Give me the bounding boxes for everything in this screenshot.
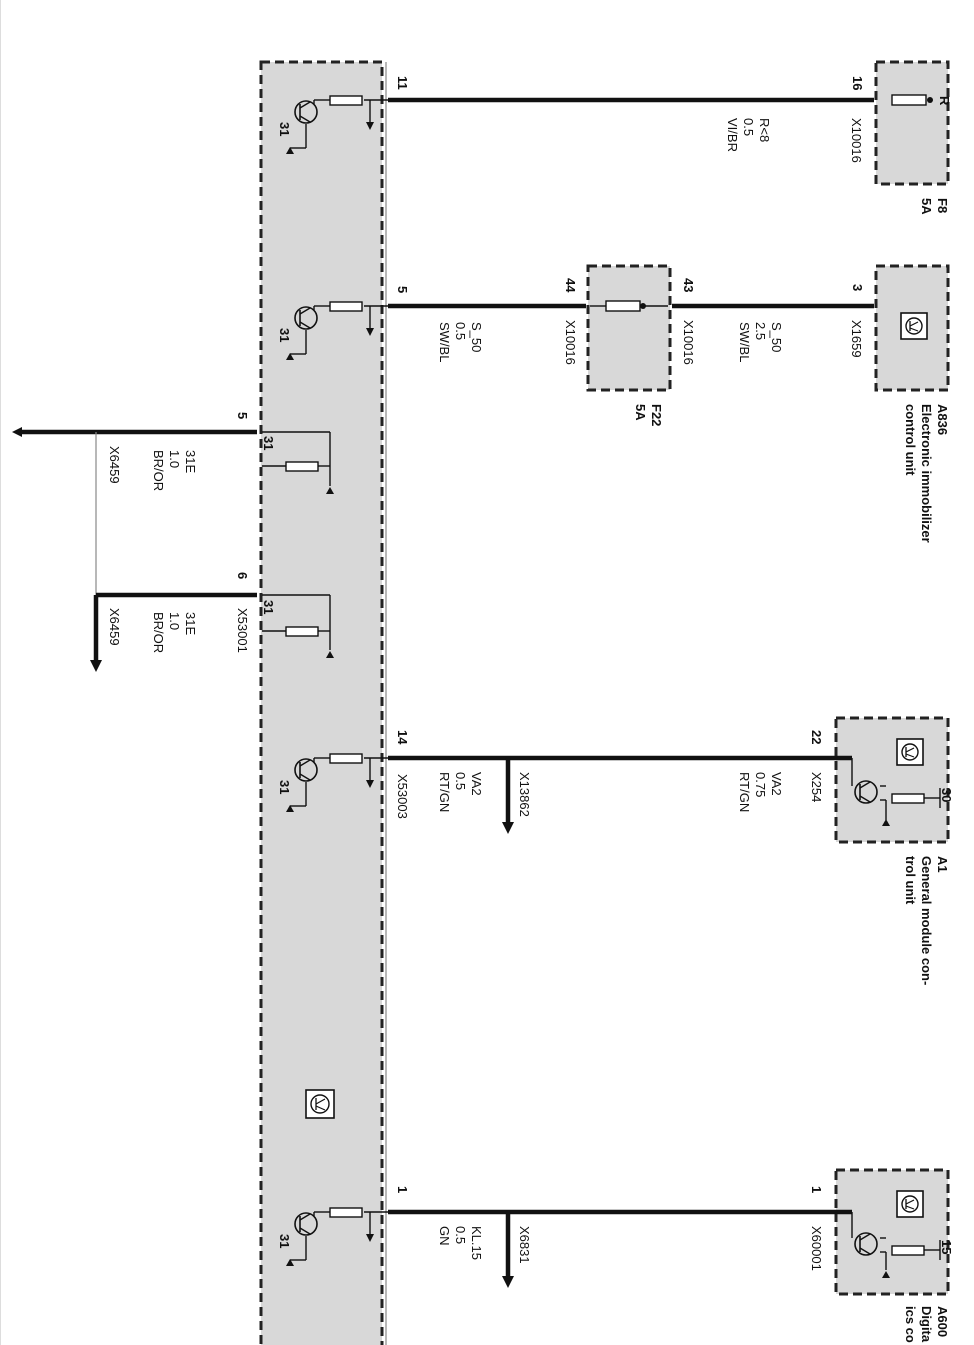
f22-rating: 5A	[633, 404, 648, 421]
circuit-1: R 16 11 R<8 0.5 VI/BR X10016 F8 5A	[388, 60, 952, 215]
a1-name: A1	[935, 856, 950, 873]
c3-size-r: 0.75	[753, 772, 768, 797]
c1-size: 0.5	[741, 118, 756, 136]
g2-signal: 31E	[183, 612, 198, 635]
module-stage-4: 31	[277, 1207, 388, 1266]
c2b-connector-right: X1659	[849, 320, 864, 358]
circuit-4: 15 1 KL.15 0.5 GN X6831 1 X60001 A600 Di…	[388, 1168, 954, 1343]
c4-connector-right: X60001	[809, 1226, 824, 1271]
a1-desc-2: trol unit	[903, 856, 918, 905]
c1-pin-left: 11	[395, 76, 410, 90]
a600-name: A600	[935, 1306, 950, 1337]
c2b-pin-right: 3	[850, 284, 865, 291]
a600-pin15: 15	[939, 1240, 954, 1254]
fuse-f22-box	[586, 264, 672, 392]
fuse-f8-box	[874, 60, 950, 186]
g2-pin: 6	[235, 572, 250, 579]
c2a-pin-right: 44	[563, 278, 578, 293]
module-stage-2: 31	[277, 301, 388, 360]
f8-rating: 5A	[919, 198, 934, 215]
a1-desc-1: General module con-	[919, 856, 934, 985]
circuit-3: 30 14 X53003 VA2 0.5 RT/GN X13862 22 X25…	[388, 716, 954, 985]
c4-color: GN	[437, 1226, 452, 1246]
module-stage-3: 31	[277, 753, 388, 812]
g1-connector: X6459	[107, 446, 122, 484]
c4-size: 0.5	[453, 1226, 468, 1244]
c2a-size: 0.5	[453, 322, 468, 340]
stage1-gnd: 31	[277, 122, 292, 136]
f8-pin-label: R	[937, 96, 952, 106]
c3-pin-left: 14	[395, 730, 410, 745]
c4-pin-right: 1	[809, 1186, 824, 1193]
circuit-2: 5 44 X10016 S_50 0.5 SW/BL 43 X10016 3 X…	[388, 264, 950, 543]
c2b-connector-left: X10016	[681, 320, 696, 365]
c1-connector: X10016	[849, 118, 864, 163]
g2-gnd: 31	[261, 600, 276, 614]
a836-name: A836	[935, 404, 950, 435]
f8-name: F8	[935, 198, 950, 213]
c3-connector-module: X53003	[395, 774, 410, 819]
ground-circuit-1: 5 31 31E 1.0 BR/OR X6459	[12, 412, 334, 595]
c2b-signal: S_50	[769, 322, 784, 352]
g2-connector: X6459	[107, 608, 122, 646]
c3-branch: X13862	[517, 772, 532, 817]
a600-desc-2: ics co	[903, 1306, 918, 1343]
g1-color: BR/OR	[151, 450, 166, 491]
a1-pin30: 30	[939, 788, 954, 802]
f22-name: F22	[649, 404, 664, 426]
c1-color: VI/BR	[725, 118, 740, 152]
g2-color: BR/OR	[151, 612, 166, 653]
g2-connector-module: X53001	[235, 608, 250, 653]
g1-size: 1.0	[167, 450, 182, 468]
main-module-box	[259, 60, 384, 1345]
g1-gnd: 31	[261, 436, 276, 450]
c3-color-l: RT/GN	[437, 772, 452, 812]
c3-color-r: RT/GN	[737, 772, 752, 812]
c4-signal: KL.15	[469, 1226, 484, 1260]
c4-branch: X6831	[517, 1226, 532, 1264]
c2a-color: SW/BL	[437, 322, 452, 362]
c3-size-l: 0.5	[453, 772, 468, 790]
stage4-gnd: 31	[277, 1234, 292, 1248]
c2b-color: SW/BL	[737, 322, 752, 362]
main-module-symbol-icon	[305, 1089, 335, 1119]
c2a-pin-left: 5	[395, 286, 410, 293]
a600-desc-1: Digita	[919, 1306, 934, 1343]
c1-signal: R<8	[757, 118, 772, 142]
c2b-size: 2.5	[753, 322, 768, 340]
stage3-gnd: 31	[277, 780, 292, 794]
c3-signal-r: VA2	[769, 772, 784, 796]
g2-size: 1.0	[167, 612, 182, 630]
a836-desc-1: Electronic immobilizer	[919, 404, 934, 543]
c2a-signal: S_50	[469, 322, 484, 352]
c2a-connector: X10016	[563, 320, 578, 365]
g1-signal: 31E	[183, 450, 198, 473]
c2b-pin-left: 43	[681, 278, 696, 292]
module-stage-1: 31	[277, 95, 388, 154]
stage2-gnd: 31	[277, 328, 292, 342]
c3-pin-right: 22	[809, 730, 824, 744]
g1-pin: 5	[235, 412, 250, 419]
c3-connector-right: X254	[809, 772, 824, 802]
a600-box	[834, 1168, 950, 1296]
c1-pin-right: 16	[850, 76, 865, 90]
a836-desc-2: control unit	[903, 404, 918, 476]
ground-circuit-2: 6 31 X53001 31E 1.0 BR/OR X6459	[90, 572, 334, 672]
c4-pin-left: 1	[395, 1186, 410, 1193]
a1-box	[834, 716, 950, 844]
c3-signal-l: VA2	[469, 772, 484, 796]
